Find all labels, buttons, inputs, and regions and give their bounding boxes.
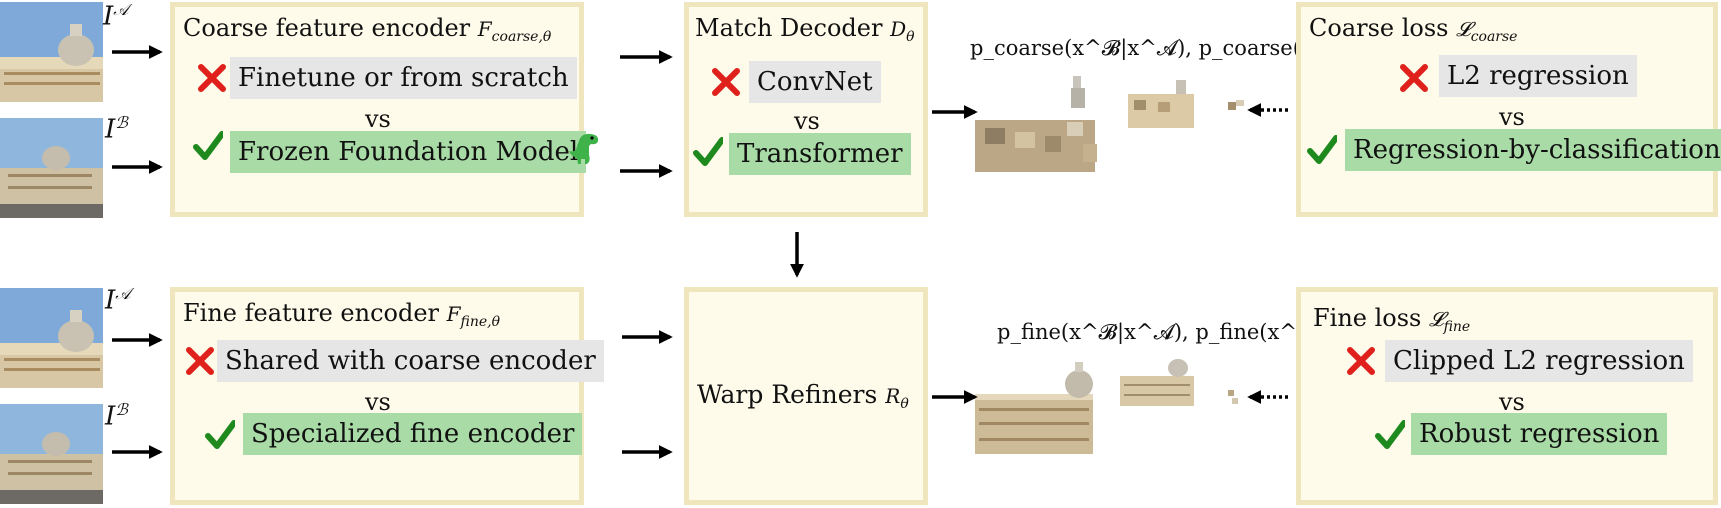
fine-residual-image (1228, 390, 1238, 404)
label-image-a-fine: I𝒜 (105, 284, 131, 316)
warp-refiners-box: Warp Refiners Rθ (684, 287, 928, 505)
image-b-coarse (0, 118, 103, 218)
fine-warp-image (975, 362, 1093, 454)
fine-loss-bad-option: Clipped L2 regression (1385, 340, 1693, 382)
cross-mark-icon (198, 64, 226, 92)
image-a-coarse (0, 2, 103, 102)
warp-refiners-title: Warp Refiners Rθ (697, 380, 909, 412)
cross-mark-icon (1400, 64, 1428, 92)
coarse-loss-bad-option: L2 regression (1439, 55, 1637, 97)
basilica-photo-icon (0, 404, 103, 504)
coarse-encoder-box: Coarse feature encoder Fcoarse,θ Finetun… (170, 2, 599, 217)
coarse-loss-title: Coarse loss 𝓛coarse (1309, 14, 1518, 45)
match-decoder-vs: vs (794, 107, 820, 135)
match-decoder-good-option: Transformer (729, 133, 911, 175)
basilica-photo-icon (0, 2, 103, 102)
check-mark-icon (693, 137, 723, 166)
cross-mark-icon (712, 68, 740, 96)
fine-encoder-bad-option: Shared with coarse encoder (217, 340, 604, 382)
label-image-b-fine: Iℬ (105, 400, 128, 432)
coarse-certainty-image (1128, 80, 1194, 128)
label-image-b-coarse: Iℬ (105, 113, 128, 145)
coarse-encoder-bad-option: Finetune or from scratch (230, 57, 577, 99)
coarse-loss-vs: vs (1499, 103, 1525, 131)
fine-loss-box: Fine loss 𝓛fine Clipped L2 regression vs… (1296, 287, 1718, 505)
image-a-fine (0, 288, 103, 388)
match-decoder-box: Match Decoder Dθ ConvNet vs Transformer (684, 2, 928, 217)
check-mark-icon (205, 420, 235, 449)
fine-encoder-good-option: Specialized fine encoder (243, 413, 583, 455)
check-mark-icon (193, 131, 223, 160)
coarse-residual-image (1228, 100, 1244, 110)
coarse-encoder-title: Coarse feature encoder Fcoarse,θ (183, 14, 552, 45)
match-decoder-title: Match Decoder Dθ (695, 14, 915, 45)
fine-loss-good-option: Robust regression (1411, 413, 1668, 455)
coarse-probability-label: p_coarse(x^𝓑|x^𝓐), p_coarse(x^𝓐) (970, 36, 1359, 60)
coarse-loss-box: Coarse loss 𝓛coarse L2 regression vs Reg… (1296, 2, 1721, 217)
coarse-encoder-vs: vs (365, 105, 391, 133)
image-b-fine (0, 404, 103, 504)
coarse-encoder-good-option: Frozen Foundation Model (230, 131, 587, 173)
coarse-warp-image (975, 76, 1097, 172)
match-decoder-bad-option: ConvNet (749, 61, 881, 103)
check-mark-icon (1375, 420, 1405, 449)
cross-mark-icon (186, 347, 214, 375)
check-mark-icon (1307, 135, 1337, 164)
basilica-photo-icon (0, 288, 103, 388)
fine-probability-label: p_fine(x^𝓑|x^𝓐), p_fine(x^𝓐) (997, 320, 1326, 344)
fine-encoder-title: Fine feature encoder Ffine,θ (183, 299, 501, 330)
fine-certainty-image (1120, 359, 1194, 406)
fine-loss-title: Fine loss 𝓛fine (1313, 304, 1471, 335)
coarse-loss-good-option: Regression-by-classification (1345, 129, 1721, 171)
label-image-a-coarse: I𝒜 (103, 0, 129, 32)
fine-encoder-vs: vs (365, 388, 391, 416)
fine-loss-vs: vs (1499, 388, 1525, 416)
fine-encoder-box: Fine feature encoder Ffine,θ Shared with… (170, 287, 604, 505)
basilica-photo-icon (0, 118, 103, 218)
cross-mark-icon (1347, 347, 1375, 375)
dinosaur-icon (569, 133, 599, 164)
